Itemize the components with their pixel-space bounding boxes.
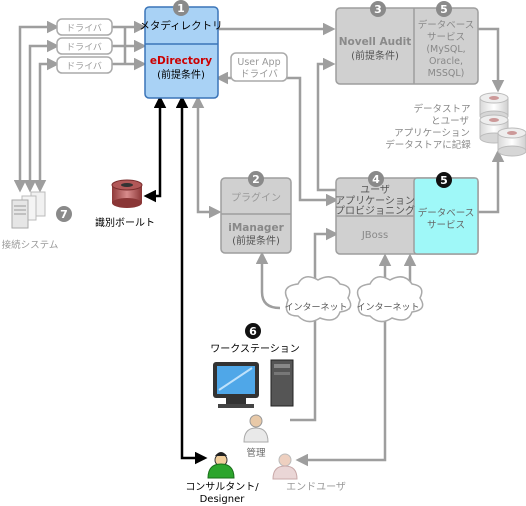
consultant-l2: Designer [200,494,246,505]
svg-text:4: 4 [372,173,380,186]
consultant-l1: コンサルタント/ [185,481,259,493]
svg-text:2: 2 [252,173,260,186]
badge-3: 3 [370,1,386,17]
userapp-box: ユーザ アプリケーション プロビジョニング JBoss データベース サービス [335,177,479,255]
internet-cloud-2: インターネット [356,276,424,323]
driver-box-1: ドライバ [56,18,113,36]
edir-to-vault-line [143,95,167,203]
enduser-label: エンドユーザ [286,481,346,493]
db-to-store-line [478,149,505,214]
dbmid-l2: サービス [427,220,465,231]
dbtop-l1: データベース [418,19,475,31]
connected-line-1 [13,20,60,193]
imanager-product: iManager [228,222,284,234]
userapp-driver-l2: ドライバ [240,69,278,80]
identity-vault: 識別ボールト [95,179,155,229]
internet-cloud-1: インターネット [284,276,352,323]
svg-text:6: 6 [249,325,257,338]
driver-label-2: ドライバ [66,42,102,53]
metadir-note: (前提条件) [157,68,205,81]
svg-text:5: 5 [440,3,448,16]
badge-6: 6 [245,323,261,339]
dbmid-l1: データベース [418,207,475,219]
audit-note: (前提条件) [351,49,399,62]
datastore-note: データストア とユーザ アプリケーション データストアに記録 [385,103,471,151]
database-icon [497,127,526,157]
imanager-note: (前提条件) [232,234,280,247]
driver-bus-line [112,25,127,66]
userapp-l2: アプリケーション [335,195,415,207]
badge-2: 2 [248,171,264,187]
datastore-cylinders [479,92,526,157]
driver-box-3: ドライバ [56,56,113,74]
userapp-jboss: JBoss [361,230,388,241]
audit-to-store-line [478,27,505,93]
enduser-line [295,320,387,467]
consultant-person-icon: コンサルタント/ Designer [185,452,259,505]
driver-label-3: ドライバ [66,61,102,72]
driver-box-2: ドライバ [56,37,113,55]
metadir-product: eDirectory [150,55,212,67]
svg-text:データストア: データストア [413,103,470,115]
connected-label: 接続システム [2,239,59,251]
svg-text:3: 3 [374,3,382,16]
admin-label: 管理 [246,447,266,459]
workstation-icon [213,359,294,408]
badge-7: 7 [56,206,72,222]
badge-4: 4 [368,171,384,187]
badge-5-mid: 5 [436,172,452,188]
svg-text:とユーザ: とユーザ [431,116,469,127]
svg-text:5: 5 [440,174,448,187]
dbtop-l4: Oracle, [429,56,463,67]
dbtop-l2: サービス [427,32,465,43]
connected-system: 接続システム [2,191,59,251]
vault-label: 識別ボールト [95,216,155,229]
internet-label-1: インターネット [284,302,347,313]
connected-line-2 [23,39,60,193]
svg-text:1: 1 [177,2,185,15]
svg-text:7: 7 [60,208,68,221]
badge-1: 1 [173,0,189,16]
badge-5-top: 5 [436,1,452,17]
enduser-person-icon: エンドユーザ [272,453,346,493]
edir-to-consultant-line [175,95,208,465]
audit-title: Novell Audit [339,36,412,48]
connected-line-3 [33,57,60,193]
dbtop-l5: MSSQL) [428,68,465,79]
userapp-to-audit-line [316,57,336,192]
metadirectory-box: メタディレクトリ eDirectory (前提条件) [139,6,223,99]
svg-text:データストアに記録: データストアに記録 [385,139,471,151]
metadir-title: メタディレクトリ [139,19,222,32]
edir-to-imanager-line [191,95,222,219]
imanager-plugin: プラグイン [231,191,281,204]
driver-label-1: ドライバ [66,23,102,34]
svg-text:アプリケーション: アプリケーション [394,128,470,139]
admin-person-icon: 管理 [243,414,269,459]
novell-audit-box: Novell Audit (前提条件) データベース サービス (MySQL, … [335,7,479,85]
userapp-l1: ユーザ [360,184,390,196]
imanager-box: プラグイン iManager (前提条件) [220,177,292,254]
internet-label-2: インターネット [356,302,419,313]
userapp-l3: プロビジョニング [335,204,415,217]
dbtop-l3: (MySQL, [426,44,465,55]
userapp-driver-l1: User App [237,57,280,68]
workstation-label: ワークステーション [210,343,300,355]
userapp-driver-box: User App ドライバ [230,52,288,82]
